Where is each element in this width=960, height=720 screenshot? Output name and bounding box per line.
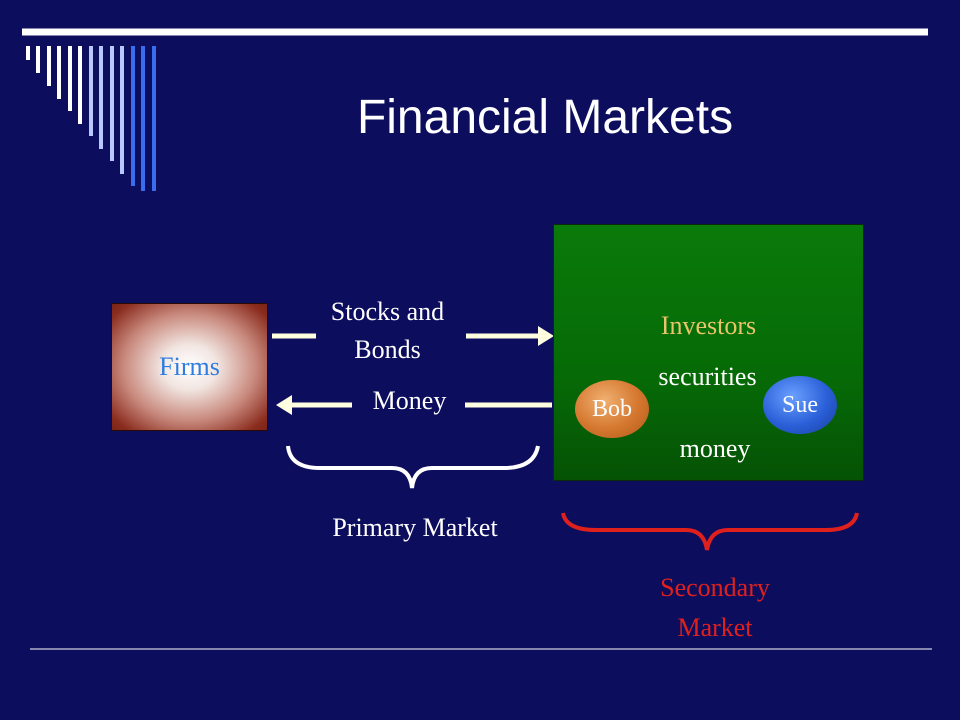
bob-label: Bob (591, 395, 632, 422)
accent-bar (141, 46, 145, 191)
page-title: Financial Markets (356, 91, 734, 144)
bob-node: Bob (575, 380, 649, 438)
accent-bar (89, 46, 93, 136)
accent-bar (36, 46, 40, 73)
sue-label: Sue (782, 391, 818, 418)
accent-bar (152, 46, 156, 191)
accent-bar (131, 46, 135, 186)
money-return-label: money (679, 434, 751, 463)
stocks-bonds-arrow (272, 326, 554, 346)
money-arrow (276, 395, 552, 415)
accent-bar (57, 46, 61, 99)
money-label: Money (372, 386, 447, 415)
firms-label: Firms (159, 352, 220, 381)
accent-bars (26, 46, 156, 191)
accent-bar (47, 46, 51, 86)
securities-label: securities (658, 362, 757, 391)
sue-node: Sue (763, 376, 837, 434)
firms-box: Firms (111, 303, 268, 431)
investors-label: Investors (660, 311, 757, 340)
accent-bar (78, 46, 82, 124)
investors-box (553, 224, 864, 481)
secondary-market-label: Secondary Market (660, 573, 770, 642)
primary-market-label: Primary Market (332, 513, 498, 542)
accent-bar (68, 46, 72, 111)
accent-bar (110, 46, 114, 161)
stocks-and-bonds-label: Stocks and Bonds (330, 297, 445, 364)
accent-bar (120, 46, 124, 174)
accent-bar (99, 46, 103, 149)
secondary-market-brace (561, 512, 859, 551)
accent-bar (26, 46, 30, 60)
primary-market-brace (286, 445, 540, 489)
